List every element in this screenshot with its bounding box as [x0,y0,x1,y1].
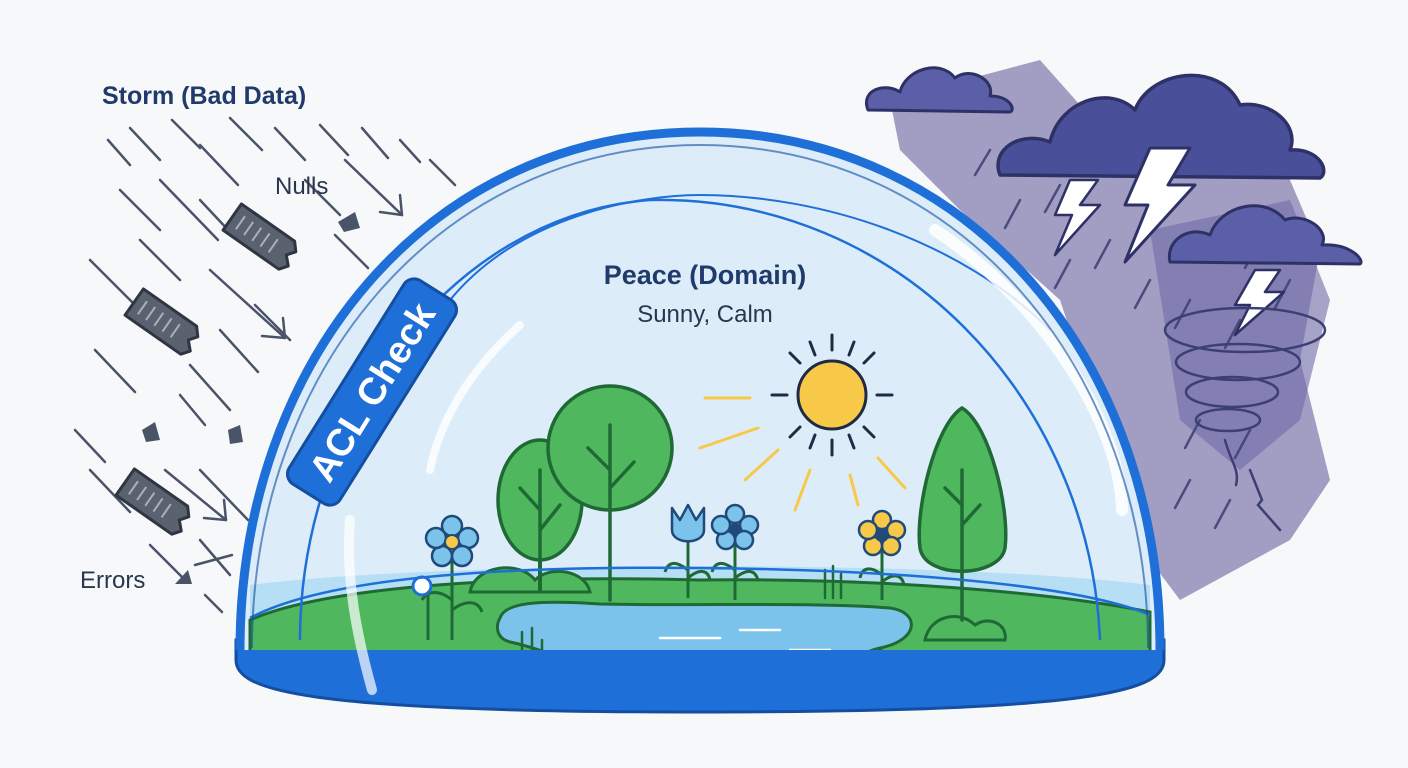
flower-icon [857,509,907,600]
dome-base-rim [234,638,1166,714]
peace-title: Peace (Domain) [604,260,807,290]
storm-region [865,60,1363,600]
tree-icon [917,405,1008,622]
tree-icon [546,384,674,602]
dome-highlight [929,224,1128,516]
bush [923,615,1007,642]
lightning-icon [1053,178,1102,257]
impact-arrows [163,158,404,567]
storm-haze [890,60,1330,600]
dome-inner-arc [449,193,1051,331]
tornado-icon [1163,306,1327,532]
broken-data-block-icon [221,202,298,271]
flower-icon [420,514,484,640]
peace-subtitle: Sunny, Calm [637,301,773,328]
errors-label: Errors [80,567,145,594]
flower-icon [411,575,433,640]
peace-scene [248,333,1152,650]
cloud-icon [996,73,1326,180]
storm-label: Storm (Bad Data) [102,82,306,110]
debris-shards [142,212,360,584]
broken-data-block-icon [123,287,200,356]
lightning-icon [1123,146,1197,264]
dome-highlight [426,321,524,474]
nulls-label: Nulls [275,173,328,200]
cloud-icon [865,66,1014,114]
dome [234,127,1166,714]
dome-highlight [343,515,377,695]
debris-field [73,116,457,614]
tulip-icon [663,503,712,598]
storm-haze-dark [1150,200,1330,470]
sun-icon [698,333,907,512]
lightning-icon [1233,268,1286,337]
broken-data-block-icon [114,467,191,536]
cloud-icon [1167,204,1363,266]
dome-outline [235,127,1165,651]
